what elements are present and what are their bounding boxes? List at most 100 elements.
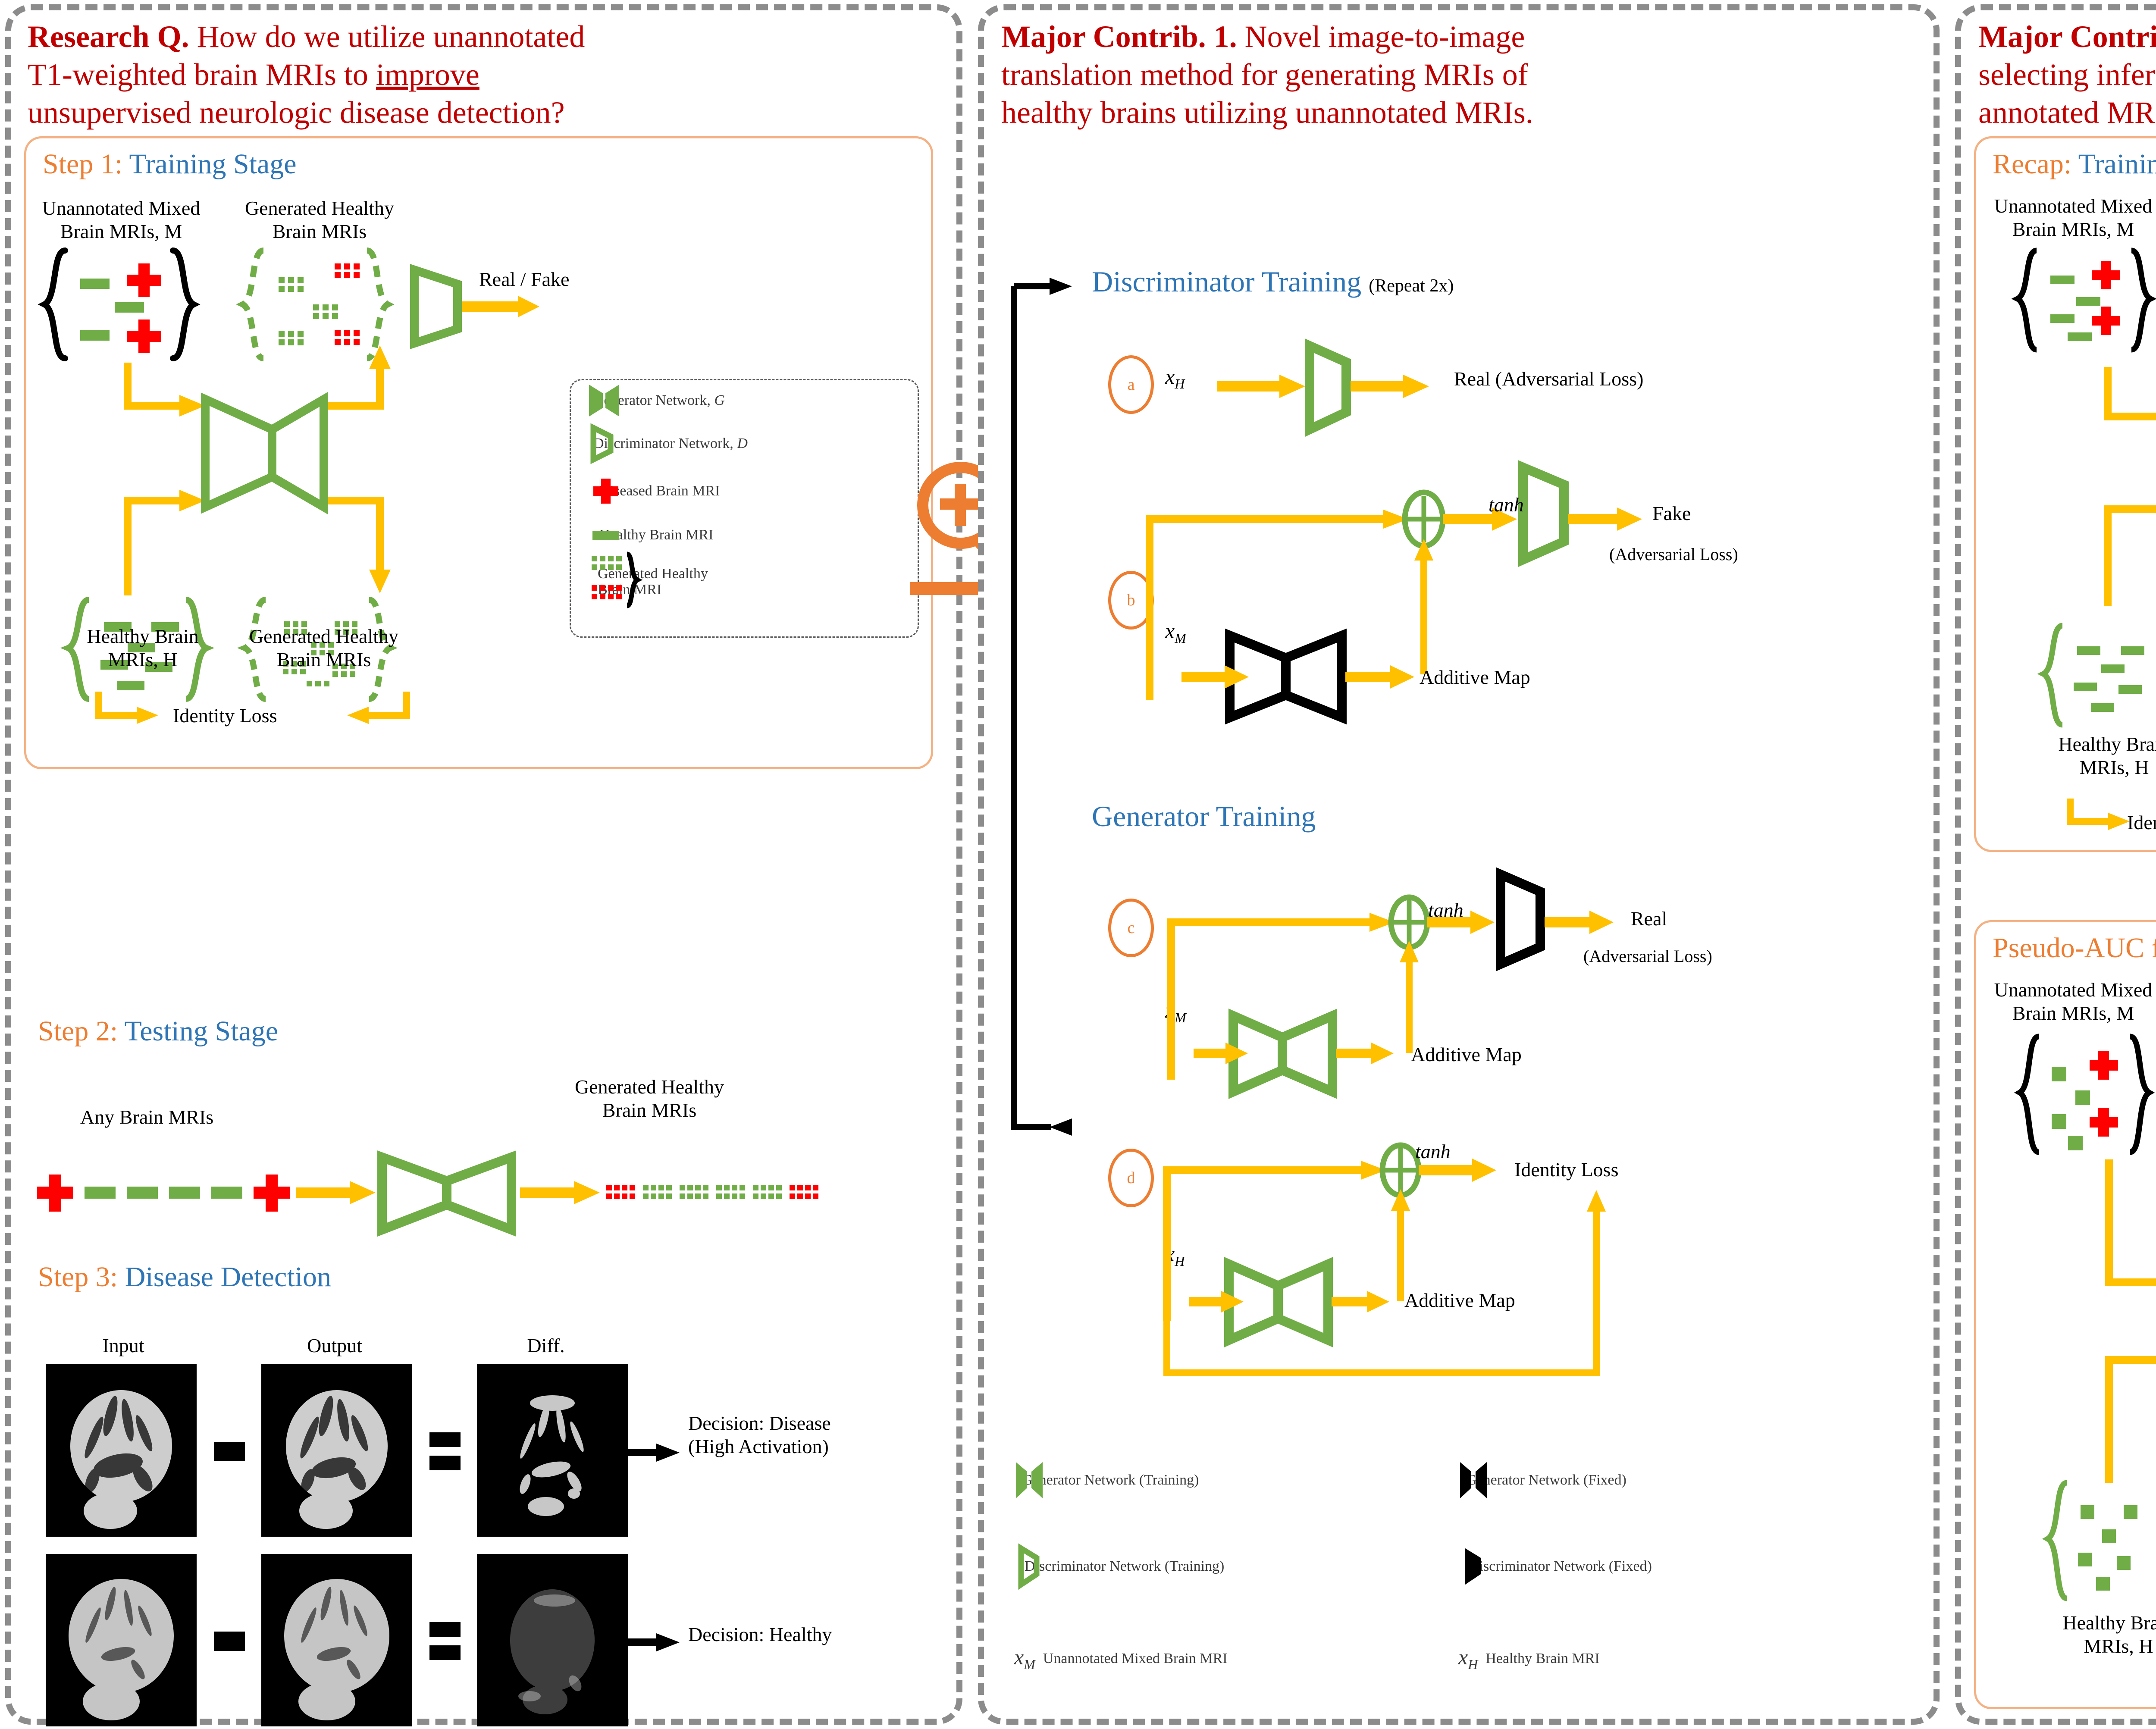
mid-legend-generator-training: Generator Network (Training) <box>1014 1462 1199 1498</box>
mid-legend-label-6: Healthy Brain MRI <box>1485 1650 1600 1666</box>
recap-title: Recap: Training Stage <box>1993 148 2156 181</box>
row-d-additive-map: Additive Map <box>1404 1289 1515 1311</box>
mid-legend-label-5: Unannotated Mixed Brain MRI <box>1043 1650 1228 1666</box>
step1-identity-loss-arrows <box>95 692 410 724</box>
mid-heading-line2: translation method for generating MRIs o… <box>1001 57 1528 92</box>
row-c-tag: c <box>1108 899 1154 957</box>
step2-title-main: Testing Stage <box>124 1015 279 1047</box>
row-b-diagram <box>1146 460 1642 725</box>
row-c-additive-map: Additive Map <box>1411 1043 1522 1065</box>
recap-label-identity-loss: Identity Loss <box>2127 811 2156 833</box>
legend-item-discriminator: Discriminator Network, D <box>586 423 748 464</box>
x-m-symbol: xM <box>1014 1645 1035 1672</box>
legend-label-diseased: Diseased Brain MRI <box>599 483 720 499</box>
discriminator-training-title: Discriminator Training (Repeat 2x) <box>1092 265 1454 299</box>
row-b-additive-map: Additive Map <box>1420 666 1530 688</box>
step1-label-identity-loss: Identity Loss <box>173 705 277 727</box>
panel-major-contrib-2: Major Contrib. 2. Pseudo-AUC metric for … <box>1955 4 2156 1725</box>
step3-row2-images <box>46 1554 628 1726</box>
mid-heading-line1: Novel image-to-image <box>1244 19 1525 54</box>
recap-label-unannotated: Unannotated Mixed Brain MRIs, M <box>1994 195 2153 241</box>
row-b-output-1: Fake <box>1652 502 1691 524</box>
validation-flow-diagram <box>2105 1159 2156 1483</box>
step3-row1-images <box>46 1364 628 1537</box>
mid-heading-lead: Major Contrib. 1. <box>1001 19 1237 54</box>
legend-label-discriminator: Discriminator Network, D <box>593 435 748 451</box>
recap-identity-loss-arrows <box>2067 799 2130 830</box>
discriminator-network-training-icon <box>1018 1543 1040 1590</box>
left-panel-heading: Research Q. How do we utilize unannotate… <box>28 18 929 132</box>
mid-legend-label-4: Discriminator Network (Fixed) <box>1469 1558 1652 1574</box>
row-c-tanh: tanh <box>1428 899 1463 921</box>
step1-title-main: Training Stage <box>129 148 297 180</box>
validation-label-unannotated: Unannotated Mixed Brain MRIs, M <box>1994 979 2153 1024</box>
row-b-output-2: (Adversarial Loss) <box>1609 545 1738 564</box>
validation-label-healthy: Healthy Brain MRIs, H <box>2062 1612 2156 1657</box>
discriminator-network-icon <box>590 423 614 464</box>
iterate-spine <box>1011 278 1072 1136</box>
step3-row2-arrow <box>619 1633 680 1651</box>
mid-legend-xm: xM Unannotated Mixed Brain MRI <box>1014 1644 1228 1673</box>
red-cross-icon <box>593 478 618 504</box>
left-heading-line2a: T1-weighted brain MRIs to <box>28 57 376 92</box>
mid-heading-line3: healthy brains utilizing unannotated MRI… <box>1001 95 1533 130</box>
green-dash-icon <box>592 530 619 540</box>
recap-title-main: Training Stage <box>2078 148 2156 180</box>
row-b-input: xM <box>1165 619 1186 646</box>
mid-legend-discriminator-training: Discriminator Network (Training) <box>1017 1543 1224 1590</box>
right-heading-line2: selecting inference model without requir… <box>1978 57 2156 92</box>
gen-title-text: Generator Training <box>1092 800 1316 833</box>
validation-box: Pseudo-AUC for Validation Stage Unannota… <box>1974 920 2156 1709</box>
mixed-mri-set-icon <box>38 247 201 361</box>
left-heading-improve: improve <box>376 57 479 92</box>
step2-label-generated: Generated Healthy Brain MRIs <box>574 1076 724 1121</box>
row-c-output-2: (Adversarial Loss) <box>1583 946 1712 966</box>
step1-title-prefix: Step 1: <box>43 148 123 180</box>
mid-legend-label-1: Generator Network (Training) <box>1022 1472 1199 1488</box>
row-c-diagram <box>1167 867 1614 1099</box>
validation-title: Pseudo-AUC for Validation Stage <box>1993 932 2156 965</box>
step3-title: Step 3: Disease Detection <box>38 1261 331 1294</box>
row-a-tag: a <box>1108 355 1154 414</box>
row-a-input: xH <box>1165 364 1185 392</box>
step1-label-healthy: Healthy Brain MRIs, H <box>87 625 199 671</box>
generator-network-icon <box>589 384 619 417</box>
generator-network-training-icon <box>1016 1462 1043 1498</box>
mid-panel-heading: Major Contrib. 1. Novel image-to-image t… <box>1001 18 1911 132</box>
panel-research-question: Research Q. How do we utilize unannotate… <box>5 4 962 1726</box>
disc-title-text: Discriminator Training <box>1092 265 1362 298</box>
step2-title: Step 2: Testing Stage <box>38 1015 278 1048</box>
mid-legend-label-2: Generator Network (Fixed) <box>1466 1472 1626 1488</box>
step3-row1-arrow <box>619 1444 680 1462</box>
discriminator-network-fixed-icon <box>1465 1548 1481 1585</box>
left-heading-lead: Research Q. <box>28 19 189 54</box>
recap-healthy-mri-set-icon <box>2037 623 2144 728</box>
recap-box: Recap: Training Stage Unannotated Mixed … <box>1974 136 2156 852</box>
row-a-output: Real (Adversarial Loss) <box>1454 368 1644 390</box>
row-d-diagram <box>1163 1142 1606 1376</box>
recap-mixed-mri-set-icon <box>2011 247 2156 353</box>
disc-title-repeat: (Repeat 2x) <box>1369 276 1454 296</box>
validation-title-prefix: Pseudo-AUC for <box>1993 932 2156 964</box>
legend-item-diseased: Diseased Brain MRI <box>592 478 720 504</box>
recap-title-prefix: Recap: <box>1993 148 2072 180</box>
step2-flow-diagram <box>37 1150 818 1237</box>
row-d-output: Identity Loss <box>1514 1159 1619 1181</box>
legend-item-generator: Generator Network, G <box>586 384 725 417</box>
mid-legend-generator-fixed: Generator Network (Fixed) <box>1458 1462 1626 1498</box>
step3-col-output: Output <box>307 1334 362 1356</box>
step1-flow-diagram <box>124 345 391 595</box>
left-heading-line1: How do we utilize unannotated <box>197 19 585 54</box>
row-b-tanh: tanh <box>1489 494 1524 516</box>
panel-major-contrib-1: Major Contrib. 1. Novel image-to-image t… <box>978 4 2001 1725</box>
generated-healthy-top-icon <box>236 247 395 361</box>
step3-decision-2: Decision: Healthy <box>688 1623 832 1645</box>
mid-legend-discriminator-fixed: Discriminator Network (Fixed) <box>1461 1548 1652 1585</box>
step1-label-real-fake: Real / Fake <box>479 268 570 290</box>
legend-item-healthy: Healthy Brain MRI <box>592 527 713 543</box>
step1-legend: Generator Network, G Discriminator Netwo… <box>570 379 919 638</box>
row-d-tanh: tanh <box>1415 1140 1451 1162</box>
left-heading-line3: unsupervised neurologic disease detectio… <box>28 95 565 130</box>
